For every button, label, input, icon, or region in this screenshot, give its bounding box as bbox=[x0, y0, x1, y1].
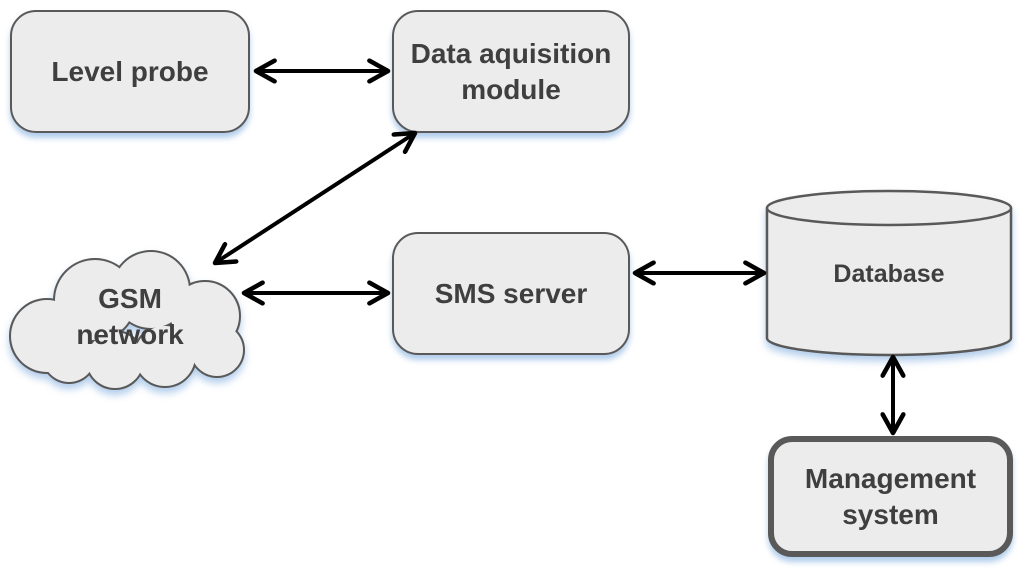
management-system-line1: Management bbox=[804, 462, 977, 494]
node-sms-server: SMS server bbox=[392, 232, 630, 355]
node-management-system: Management system bbox=[768, 436, 1013, 557]
node-level-probe: Level probe bbox=[10, 10, 250, 133]
data-acquisition-module-line1: Data aquisition bbox=[410, 37, 612, 69]
sms-server-label: SMS server bbox=[434, 277, 588, 309]
data-acquisition-module-label: Data aquisition module bbox=[411, 36, 612, 108]
database-cylinder-shape bbox=[765, 189, 1013, 357]
gsm-network-cloud-shape bbox=[9, 250, 245, 390]
data-acquisition-module-line2: module bbox=[461, 73, 561, 105]
management-system-label: Management system bbox=[805, 461, 976, 533]
node-data-acquisition-module: Data aquisition module bbox=[392, 10, 630, 133]
level-probe-label: Level probe bbox=[51, 55, 209, 87]
management-system-line2: system bbox=[842, 498, 939, 530]
